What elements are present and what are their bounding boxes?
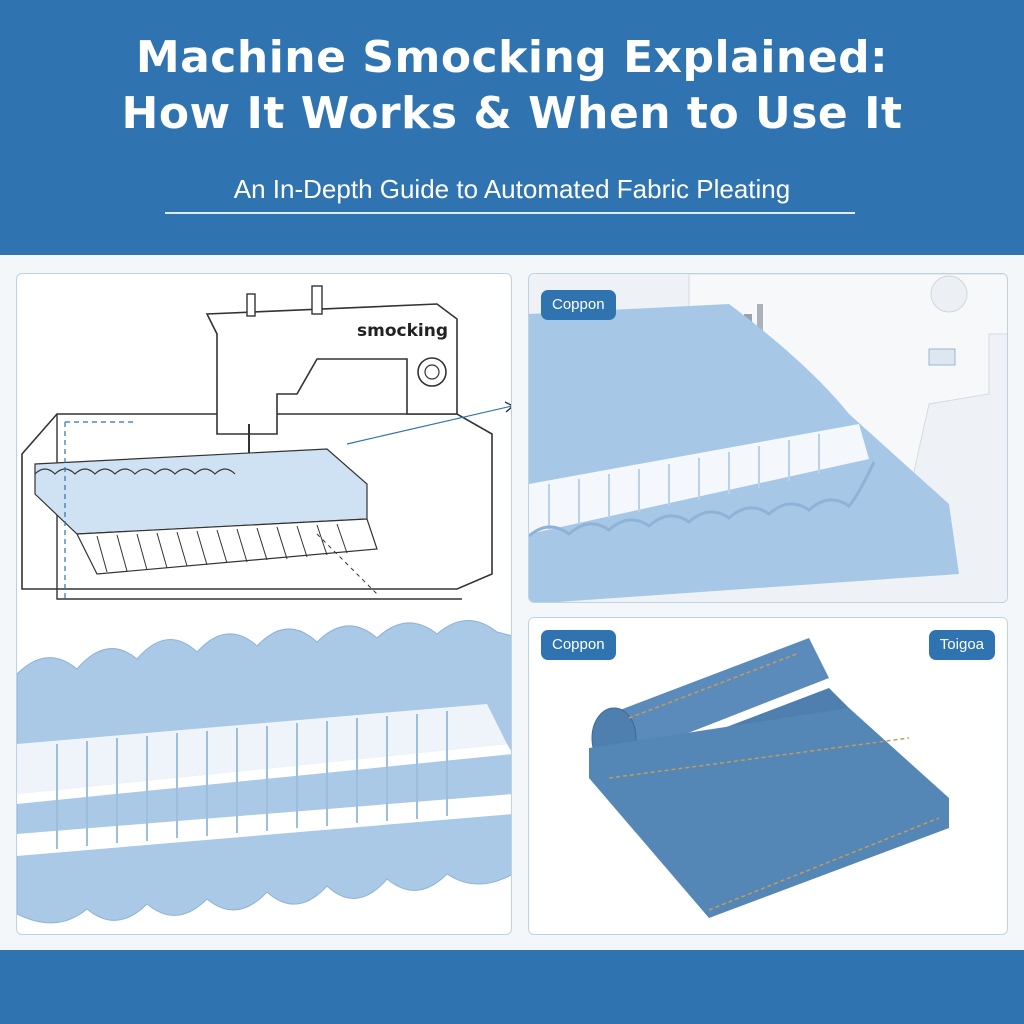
footer-banner — [0, 950, 1024, 1024]
subtitle-underline — [165, 212, 855, 214]
denim-fabric-photo — [529, 618, 1007, 934]
machine-label: smocking — [357, 321, 448, 341]
machine-diagram-illustration: smocking — [17, 285, 511, 924]
photo-label-badge-left: Coppon — [541, 630, 616, 660]
title-line-1: Machine Smocking Explained: — [135, 32, 889, 83]
title-line-2: How It Works & When to Use It — [121, 88, 903, 139]
diagram-panel: smocking — [16, 273, 512, 935]
photo-panel-machine: Coppon — [528, 273, 1008, 603]
photo-label-badge-right: Toigoa — [928, 630, 995, 660]
photo-label-badge: Coppon — [541, 290, 616, 320]
sewing-machine-photo — [529, 274, 1007, 602]
page-subtitle: An In-Depth Guide to Automated Fabric Pl… — [233, 174, 791, 204]
photo-panel-denim: Coppon Toigoa — [528, 617, 1008, 935]
page-title: Machine Smocking Explained: How It Works… — [0, 30, 1024, 142]
